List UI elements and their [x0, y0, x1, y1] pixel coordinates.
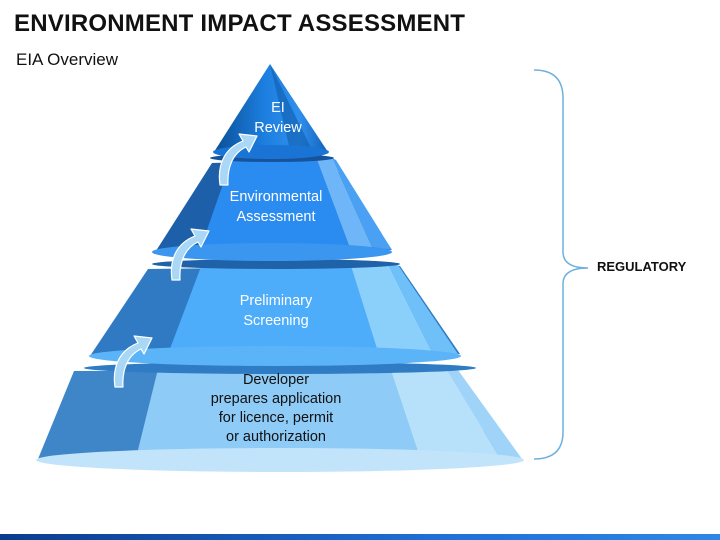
- tier-label-environmental-assessment: Environmental Assessment: [229, 189, 323, 225]
- bottom-accent-bar: [0, 534, 720, 540]
- tier-label-ei-review: EI Review: [254, 100, 302, 136]
- page-title: ENVIRONMENT IMPACT ASSESSMENT: [14, 10, 466, 37]
- curved-up-arrow-icon: [170, 228, 210, 281]
- page-subtitle: EIA Overview: [16, 50, 119, 69]
- tier-label-preliminary-screening: Preliminary Screening: [239, 293, 313, 329]
- pyramid-tier-4: [36, 362, 524, 472]
- curved-up-arrow-icon: [218, 133, 258, 186]
- pyramid-tier-2: [152, 154, 392, 261]
- regulatory-label: REGULATORY: [597, 259, 687, 274]
- tier-label-developer-application: Developer prepares application for licen…: [210, 372, 342, 445]
- curly-bracket: [533, 69, 589, 460]
- curved-up-arrow-icon: [113, 335, 153, 388]
- pyramid-tier-3: [89, 259, 461, 366]
